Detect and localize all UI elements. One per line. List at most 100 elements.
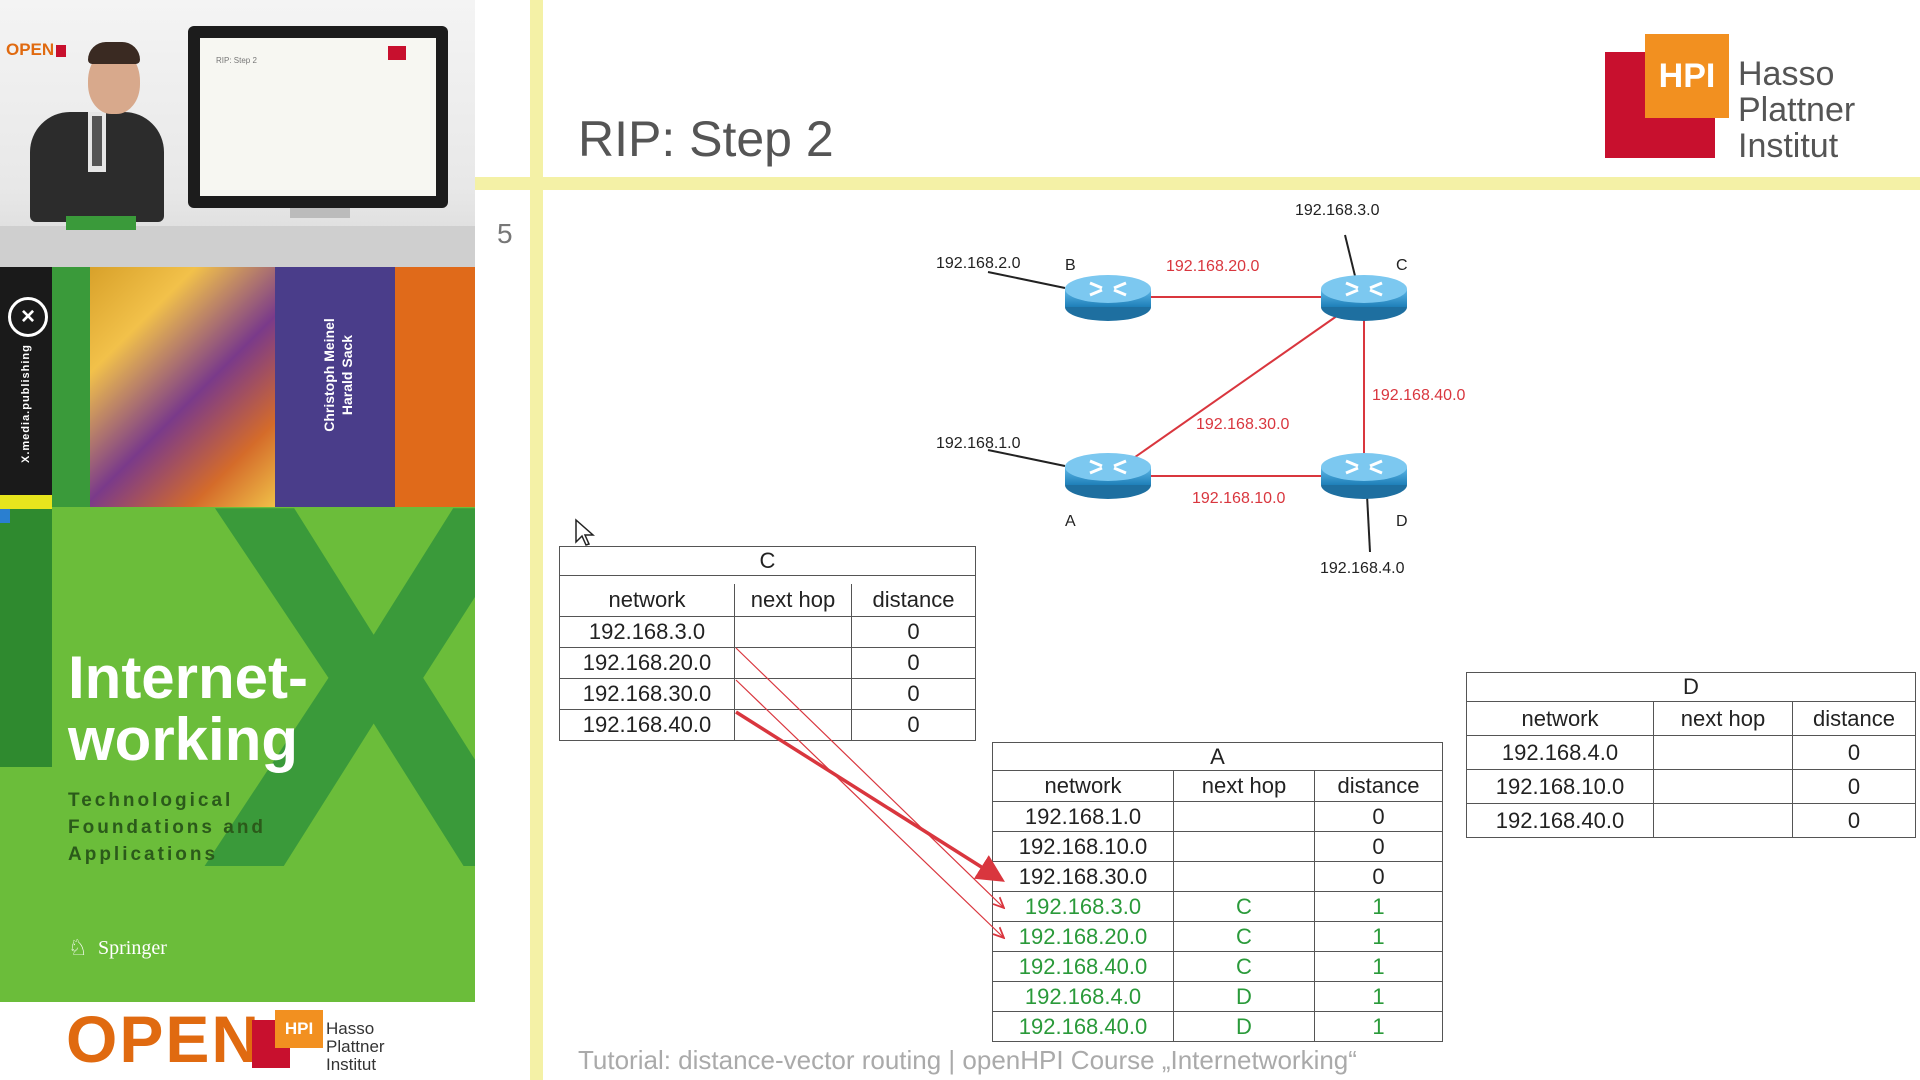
spine-blue-band — [0, 509, 10, 523]
network-diagram: B C A D 192.168.2.0 192.168.1.0 192.168.… — [936, 202, 1466, 577]
link-label-cd: 192.168.40.0 — [1372, 387, 1466, 404]
video-open-logo: OPEN — [6, 40, 67, 60]
table-a-header-network: network — [992, 770, 1174, 802]
logo-hasso: Hasso — [1738, 55, 1835, 93]
hpi-logo-orange: HPI — [1645, 34, 1729, 118]
net-label-d: 192.168.4.0 — [1320, 560, 1405, 577]
book-dark-stripe — [0, 507, 52, 767]
desk-book — [66, 216, 136, 230]
book-painting — [90, 267, 275, 507]
book-subtitle-line3: Applications — [68, 844, 219, 865]
cell-distance: 1 — [1314, 921, 1443, 952]
cell-distance: 1 — [1314, 1011, 1443, 1042]
stub-d — [1366, 494, 1371, 553]
book-subtitle: Technological Foundations and Applicatio… — [68, 787, 368, 868]
hpi-orange-square: HPI — [275, 1010, 323, 1048]
logo-institut: Institut — [1738, 127, 1839, 165]
cell-next-hop — [1173, 831, 1315, 862]
book-subtitle-line1: Technological — [68, 790, 234, 811]
slide-title: RIP: Step 2 — [578, 111, 834, 167]
cell-next-hop: C — [1173, 891, 1315, 922]
book-publisher: X.media.publishing — [20, 344, 32, 463]
net-label-c: 192.168.3.0 — [1295, 202, 1380, 219]
stub-a — [987, 449, 1066, 467]
link-ac — [1107, 296, 1365, 477]
cell-distance: 0 — [851, 615, 976, 648]
cell-next-hop: C — [1173, 951, 1315, 982]
cell-network: 192.168.4.0 — [1466, 735, 1654, 770]
router-d-icon — [1321, 453, 1407, 499]
link-label-ac: 192.168.30.0 — [1196, 416, 1290, 433]
cell-network: 192.168.30.0 — [559, 677, 735, 710]
cell-network: 192.168.20.0 — [992, 921, 1174, 952]
router-c-icon — [1321, 275, 1407, 321]
router-b-label: B — [1065, 257, 1076, 274]
slide-footer: Tutorial: distance-vector routing | open… — [578, 1045, 1357, 1075]
hasso-plattner-logo-text: Hasso Plattner Institut — [1738, 56, 1855, 164]
cell-network: 192.168.3.0 — [559, 615, 735, 648]
arrow-20-0 — [735, 679, 1004, 938]
book-author-1: Christoph Meinel — [321, 318, 337, 432]
monitor-screen — [200, 38, 436, 196]
book-purple-band — [275, 267, 395, 507]
stub-c — [1344, 234, 1357, 281]
cell-distance: 1 — [1314, 891, 1443, 922]
cell-distance: 0 — [1792, 803, 1916, 838]
cell-network: 192.168.40.0 — [1466, 803, 1654, 838]
cell-distance: 0 — [1314, 861, 1443, 892]
table-c-caption: C — [559, 546, 976, 576]
arrow-30-0 — [735, 710, 1005, 882]
book-title-line1: Internet- — [68, 644, 308, 711]
table-a-caption: A — [992, 742, 1443, 771]
presenter-tie — [92, 116, 102, 166]
cell-next-hop — [734, 646, 852, 679]
cell-distance: 0 — [1314, 801, 1443, 832]
table-a-header-nexthop: next hop — [1173, 770, 1315, 802]
logo-plattner: Plattner — [1738, 91, 1856, 129]
open-logo-text: OPEN — [66, 1002, 262, 1076]
cell-next-hop: C — [1173, 921, 1315, 952]
cell-next-hop: D — [1173, 1011, 1315, 1042]
table-c-header-distance: distance — [851, 584, 976, 617]
cell-network: 192.168.20.0 — [559, 646, 735, 679]
propagation-arrows — [735, 647, 1010, 960]
cell-distance: 0 — [851, 677, 976, 710]
xmedia-logo-icon: × — [8, 297, 48, 337]
slide-yellow-vertical-line — [530, 0, 543, 1080]
book-x-graphic: X — [200, 396, 475, 977]
presenter-hair — [88, 42, 140, 64]
arrow-3-0 — [735, 647, 1004, 908]
hasso-plattner-small: Hasso Plattner Institut — [326, 1020, 385, 1074]
openhpi-logo: OPEN HPI Hasso Plattner Institut — [0, 1002, 475, 1080]
cell-next-hop — [1653, 803, 1793, 838]
book-authors: Christoph Meinel Harald Sack — [320, 285, 356, 465]
plattner-line: Plattner — [326, 1037, 385, 1056]
monitor-slide-title: RIP: Step 2 — [216, 56, 257, 65]
monitor-hpi-logo — [388, 46, 406, 60]
table-d-header-network: network — [1466, 701, 1654, 736]
cell-next-hop — [1173, 801, 1315, 832]
net-label-b: 192.168.2.0 — [936, 255, 1021, 272]
cell-next-hop: D — [1173, 981, 1315, 1012]
link-label-ad: 192.168.10.0 — [1192, 490, 1286, 507]
cell-distance: 1 — [1314, 981, 1443, 1012]
table-row: 192.168.40.0 0 — [1466, 803, 1916, 838]
router-a-icon — [1065, 453, 1151, 499]
left-panel: OPEN RIP: Step 2 X × X.media.publishing … — [0, 0, 475, 1080]
link-label-bc: 192.168.20.0 — [1166, 258, 1260, 275]
presenter-video[interactable]: OPEN RIP: Step 2 — [0, 0, 475, 267]
book-title-line2: working — [68, 706, 299, 773]
cell-network: 192.168.40.0 — [559, 708, 735, 741]
table-d-header-nexthop: next hop — [1653, 701, 1793, 736]
